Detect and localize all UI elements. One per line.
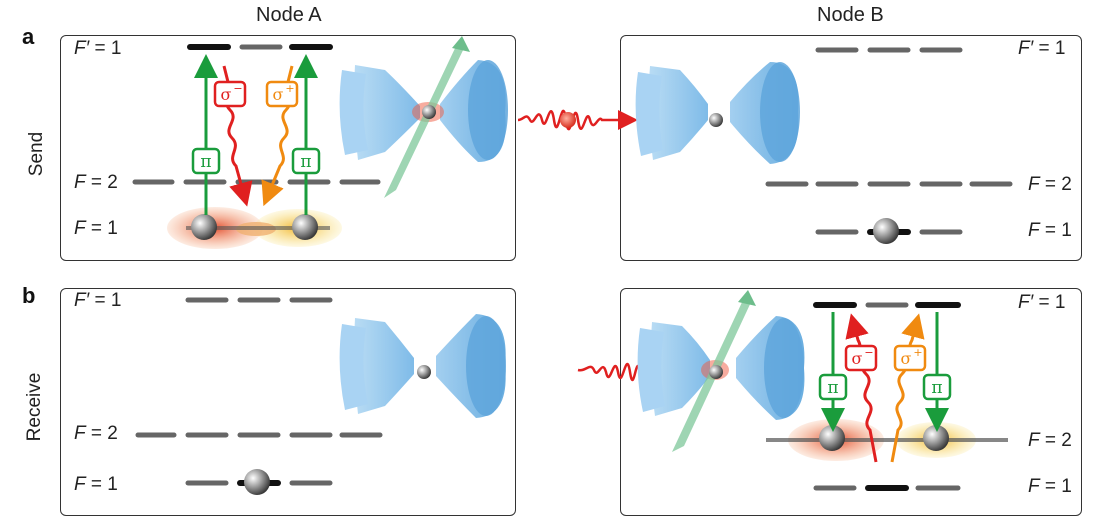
atom-cloud-receive-node-b [766, 419, 1008, 461]
svg-text:−: − [864, 346, 873, 359]
node-b-header: Node B [817, 4, 884, 26]
pi-label-box: π [922, 373, 952, 401]
svg-text:σ: σ [852, 349, 863, 368]
panel-label-b: b [22, 283, 36, 308]
atom-icon [709, 365, 723, 379]
pi-label-box: π [191, 147, 221, 175]
sigma-minus-label-box: σ − [213, 80, 247, 108]
svg-text:σ: σ [221, 85, 232, 104]
panel-a-node-b [620, 35, 1082, 261]
svg-text:π: π [300, 152, 311, 172]
svg-text:σ: σ [901, 349, 912, 368]
pi-label-box: π [291, 147, 321, 175]
sigma-plus-label-box: σ + [893, 344, 927, 372]
level-label-f1: F = 1 [1028, 220, 1072, 241]
atom-cloud-send-node-a [167, 207, 342, 249]
atom-icon [417, 365, 431, 379]
svg-text:+: + [913, 346, 922, 359]
sigma-plus-label-box: σ + [265, 80, 299, 108]
level-label-f2: F = 2 [1028, 430, 1072, 451]
atom-icon [292, 214, 318, 240]
svg-text:π: π [827, 378, 838, 398]
energy-levels-receive-node-b [813, 302, 961, 491]
level-label-f1: F = 1 [74, 474, 118, 495]
laser-beam [384, 36, 470, 198]
energy-levels-send-node-a [132, 44, 381, 185]
level-label-fprime1: F′ = 1 [74, 290, 122, 311]
atom-icon [422, 105, 436, 119]
optical-cavity [637, 316, 805, 420]
level-label-fprime1: F′ = 1 [74, 38, 122, 59]
atom-icon [873, 218, 899, 244]
flying-photon [517, 109, 638, 131]
level-label-fprime1: F′ = 1 [1018, 38, 1066, 59]
optical-cavity [339, 314, 506, 418]
incoming-photon-wave [577, 362, 642, 382]
atom-icon [709, 113, 723, 127]
level-label-f1: F = 1 [74, 218, 118, 239]
atom-icon [191, 214, 217, 240]
svg-text:π: π [931, 378, 942, 398]
svg-text:−: − [233, 82, 242, 95]
level-label-f2: F = 2 [1028, 174, 1072, 195]
optical-cavity [339, 60, 508, 162]
energy-levels-send-node-b [765, 47, 1013, 235]
optical-cavity [635, 62, 800, 164]
atom-icon [819, 425, 845, 451]
panel-label-a: a [22, 24, 35, 49]
panel-b-node-a [60, 288, 516, 516]
atom-icon [923, 425, 949, 451]
atom-icon [244, 469, 270, 495]
level-label-fprime1: F′ = 1 [1018, 292, 1066, 313]
svg-text:π: π [200, 152, 211, 172]
svg-text:σ: σ [273, 85, 284, 104]
level-label-f1: F = 1 [1028, 476, 1072, 497]
level-label-f2: F = 2 [74, 172, 118, 193]
pi-label-box: π [818, 373, 848, 401]
node-a-header: Node A [256, 4, 322, 26]
svg-text:+: + [285, 82, 294, 95]
level-label-f2: F = 2 [74, 423, 118, 444]
sigma-minus-label-box: σ − [844, 344, 878, 372]
